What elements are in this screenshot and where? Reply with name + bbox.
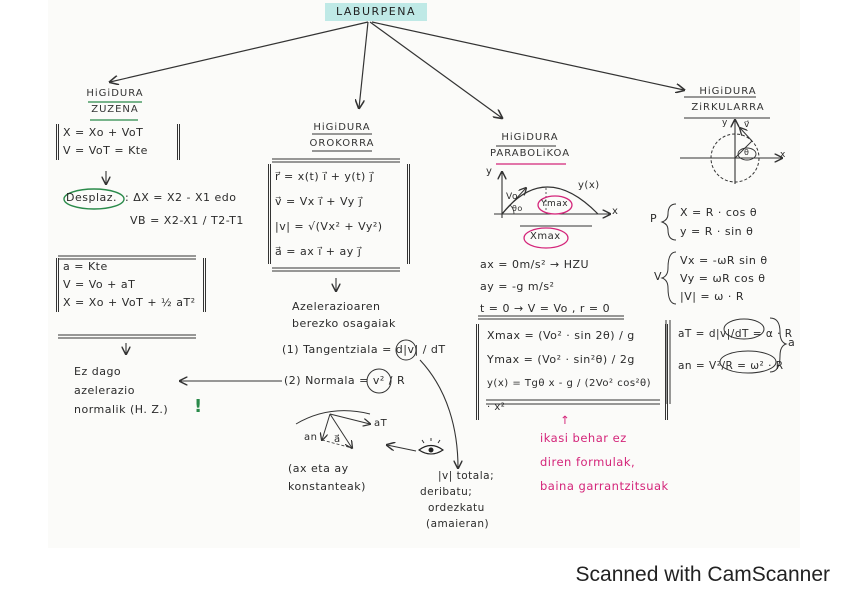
para-label-y: y — [486, 166, 492, 177]
xmax-eq: Xmax = (Vo² · sin 2θ) / g — [487, 324, 657, 348]
parabolikoa-box: Xmax = (Vo² · sin 2θ) / g Ymax = (Vo² · … — [476, 324, 668, 420]
diagram-label-an: an — [304, 432, 317, 443]
parabolikoa-heading-line-2: PARABOLiKOA — [490, 146, 570, 162]
tangential-component: (1) Tangentziala = d|v| / dT — [282, 343, 446, 356]
note-line-1: ikasi behar ez — [540, 426, 669, 450]
desplaz-label: Desplaz. — [66, 191, 117, 204]
zuzena-accel-position-eq: X = Xo + VoT + ½ aT² — [63, 294, 199, 312]
para-label-x: x — [612, 206, 618, 217]
arrow-to-zirkularra — [372, 22, 684, 90]
para-label-yx: y(x) — [578, 180, 600, 191]
scanner-watermark: Scanned with CamScanner — [576, 563, 830, 587]
modulus-note-line-4: (amaieran) — [420, 516, 494, 532]
constants-note-line-2: konstanteak) — [288, 478, 366, 496]
ymax-eq: Ymax = (Vo² · sin²θ) / 2g — [487, 348, 657, 372]
circ-x-eq: X = R · cos θ — [680, 203, 757, 222]
zirkularra-heading: HiGiDURA ZiRKULARRA — [680, 84, 776, 116]
para-label-ymax: Ymax — [541, 199, 568, 209]
p-label: P — [650, 212, 657, 225]
para-ay-eq: ay = -g m/s² — [480, 276, 610, 298]
position-vector-eq: r⃗ = x(t) i⃗ + y(t) j⃗ — [275, 164, 403, 189]
para-initial-conditions: t = 0 → V = Vo , r = 0 — [480, 298, 610, 320]
orokorra-heading: HiGiDURA OROKORRA — [304, 120, 380, 152]
acceleration-eqs: aT = d|v|/dT = α · R an = V²/R = ω² · R — [678, 318, 793, 382]
v-label: V — [654, 270, 662, 283]
speed-modulus-eq: |v| = √(Vx² + Vy²) — [275, 214, 403, 239]
circ-label-v: v⃗ — [744, 120, 750, 130]
zirkularra-heading-line-2: ZiRKULARRA — [680, 100, 776, 116]
modulus-note: |v| totala; deribatu; ordezkatu (amaiera… — [420, 468, 494, 532]
circ-label-theta: θ — [744, 148, 749, 157]
page-title: LABURPENA — [325, 3, 427, 21]
para-ax-eq: ax = 0m/s² → HZU — [480, 254, 610, 276]
parabolikoa-heading: HiGiDURA PARABOLiKOA — [490, 130, 570, 162]
zuzena-accelerated-box: a = Kte V = Vo + aT X = Xo + VoT + ½ aT² — [56, 258, 206, 312]
circ-speed-eq: |V| = ω · R — [680, 288, 768, 306]
components-title: Azelerazioaren berezko osagaiak — [292, 298, 396, 332]
eye-icon — [419, 438, 443, 454]
circ-vy-eq: Vy = ωR cos θ — [680, 270, 768, 288]
position-eqs: X = R · cos θ y = R · sin θ — [680, 203, 757, 241]
constants-note: (ax eta ay konstanteak) — [288, 460, 366, 496]
zuzena-note-line-1: Ez dago — [74, 362, 168, 381]
circ-y-eq: y = R · sin θ — [680, 222, 757, 241]
circ-an-eq: an = V²/R = ω² · R — [678, 350, 793, 382]
trajectory-eq: y(x) = Tgθ x - g / (2Vo² cos²θ) · x² — [487, 372, 657, 420]
diagram-label-a: a⃗ — [334, 434, 341, 445]
arrow-to-orokorra — [359, 22, 368, 108]
zuzena-note-line-3: normalik (H. Z.) — [74, 400, 168, 419]
zuzena-note-line-2: azelerazio — [74, 381, 168, 400]
modulus-note-line-2: deribatu; — [420, 484, 494, 500]
zirkularra-heading-line-1: HiGiDURA — [680, 84, 776, 100]
normal-component: (2) Normala = v² / R — [284, 374, 405, 387]
acceleration-vector-eq: a⃗ = ax i⃗ + ay j⃗ — [275, 239, 403, 264]
circ-at-eq: aT = d|v|/dT = α · R — [678, 318, 793, 350]
modulus-note-line-1: |v| totala; — [420, 468, 494, 484]
parabolikoa-initial-eqs: ax = 0m/s² → HZU ay = -g m/s² t = 0 → V … — [480, 254, 610, 320]
diagram-label-at: aT — [374, 418, 387, 429]
components-title-line-2: berezko osagaiak — [292, 315, 396, 332]
parabolikoa-note: ↑ ikasi behar ez diren formulak, baina g… — [540, 414, 669, 498]
para-label-theta: θo — [512, 204, 523, 213]
components-title-line-1: Azelerazioaren — [292, 298, 396, 315]
zuzena-heading-line-1: HiGiDURA — [80, 86, 150, 102]
note-line-3: baina garrantzitsuak — [540, 474, 669, 498]
velocity-eqs: Vx = -ωR sin θ Vy = ωR cos θ |V| = ω · R — [680, 252, 768, 306]
circ-vx-eq: Vx = -ωR sin θ — [680, 252, 768, 270]
zuzena-heading-line-2: ZUZENA — [80, 102, 150, 118]
note-up-arrow: ↑ — [540, 414, 669, 426]
zuzena-heading: HiGiDURA ZUZENA — [80, 86, 150, 118]
zuzena-accel-eq: a = Kte — [63, 258, 199, 276]
para-label-xmax: Xmax — [530, 231, 561, 242]
zuzena-accel-velocity-eq: V = Vo + aT — [63, 276, 199, 294]
desplaz-formula: : ΔX = X2 - X1 edo — [125, 191, 236, 204]
exclamation-mark: ! — [194, 396, 202, 417]
velocity-vector-eq: v⃗ = Vx i⃗ + Vy j⃗ — [275, 189, 403, 214]
zuzena-note: Ez dago azelerazio normalik (H. Z.) — [74, 362, 168, 419]
zuzena-position-eq: X = Xo + VoT — [63, 124, 173, 142]
orokorra-heading-line-1: HiGiDURA — [304, 120, 380, 136]
orokorra-box: r⃗ = x(t) i⃗ + y(t) j⃗ v⃗ = Vx i⃗ + Vy j… — [268, 164, 410, 264]
zuzena-uniform-box: X = Xo + VoT V = VoT = Kte — [56, 124, 180, 160]
circ-label-x: x — [780, 150, 786, 160]
constants-note-line-1: (ax eta ay — [288, 460, 366, 478]
average-velocity-eq: VB = X2-X1 / T2-T1 — [130, 214, 244, 227]
circular-motion-diagram — [680, 120, 782, 184]
modulus-note-line-3: ordezkatu — [420, 500, 494, 516]
para-label-vo: Vo — [506, 192, 518, 202]
a-label: a — [788, 336, 795, 349]
zuzena-velocity-eq: V = VoT = Kte — [63, 142, 173, 160]
parabolikoa-heading-line-1: HiGiDURA — [490, 130, 570, 146]
note-line-2: diren formulak, — [540, 450, 669, 474]
orokorra-heading-line-2: OROKORRA — [304, 136, 380, 152]
arrow-to-zuzena — [110, 22, 368, 82]
circ-label-y: y — [722, 118, 728, 128]
